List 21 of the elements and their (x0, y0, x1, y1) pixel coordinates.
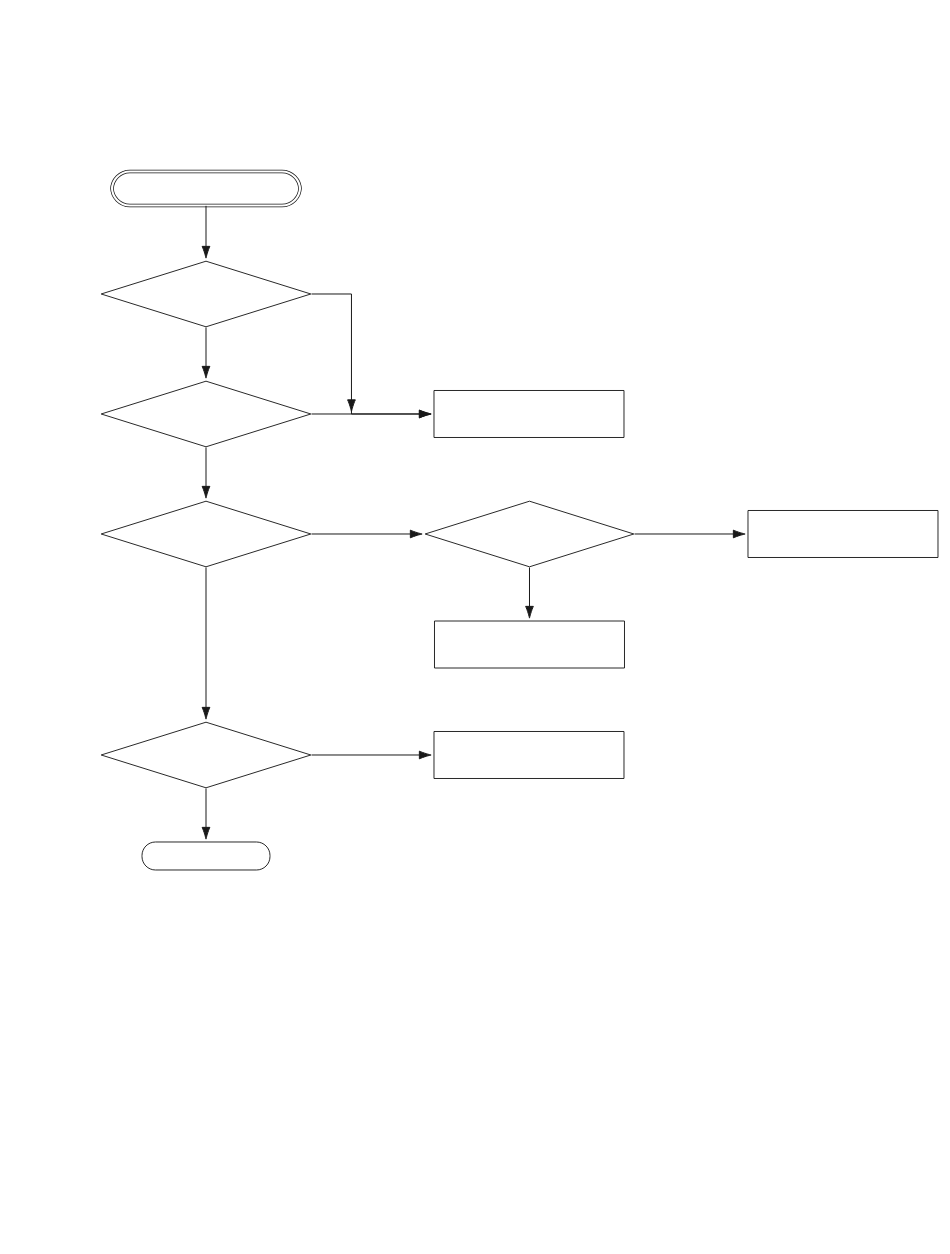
process-box (433, 731, 625, 779)
process-box (433, 390, 625, 438)
arrow (201, 787, 211, 840)
terminator (110, 169, 302, 208)
process-box (747, 510, 939, 558)
arrow (310, 529, 423, 539)
arrow (201, 326, 211, 379)
decision-diamond (100, 721, 312, 789)
arrow (310, 409, 432, 419)
arrow (525, 566, 534, 619)
arrow (201, 205, 211, 259)
terminator (141, 841, 271, 871)
decision-diamond (424, 500, 635, 568)
process-box (434, 620, 625, 669)
arrow (633, 529, 746, 539)
arrow (310, 750, 432, 760)
decision-diamond (100, 500, 312, 568)
decision-diamond (100, 380, 312, 448)
arrow (201, 446, 211, 499)
decision-diamond (100, 260, 312, 328)
arrow (201, 566, 211, 720)
